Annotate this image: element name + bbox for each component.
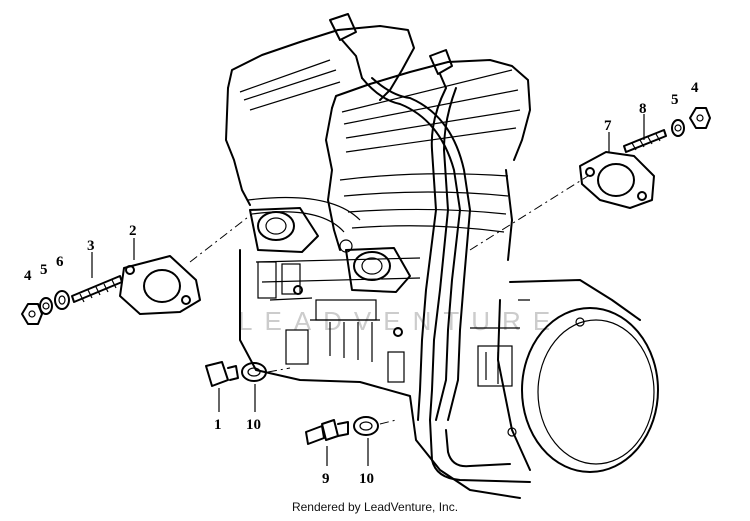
callout-9: 9 xyxy=(322,471,330,487)
callout-3: 3 xyxy=(87,238,95,254)
render-credit: Rendered by LeadVenture, Inc. xyxy=(291,500,459,514)
part-3-stud xyxy=(71,275,123,303)
callout-5-right: 5 xyxy=(671,92,679,108)
callout-8: 8 xyxy=(639,101,647,117)
part-5-lockwasher-right xyxy=(671,119,685,137)
callout-10-a: 10 xyxy=(246,417,261,433)
engine-illustration xyxy=(225,13,659,499)
part-2-gasket xyxy=(119,255,201,315)
part-4-nut-left xyxy=(21,303,43,325)
part-9-fitting xyxy=(305,419,349,445)
part-10-washer-b xyxy=(353,416,379,436)
callout-10-b: 10 xyxy=(359,471,374,487)
leader-lines xyxy=(91,114,645,466)
callout-4-left: 4 xyxy=(24,268,32,284)
part-6-washer-left xyxy=(54,290,70,310)
part-1-plug xyxy=(205,361,239,387)
callout-1: 1 xyxy=(214,417,222,433)
part-10-washer-a xyxy=(241,362,267,382)
part-8-stud xyxy=(623,129,667,153)
callout-2: 2 xyxy=(129,223,137,239)
part-4-nut-right xyxy=(689,107,711,129)
callout-4-right: 4 xyxy=(691,80,699,96)
callout-7: 7 xyxy=(604,118,612,134)
callout-6: 6 xyxy=(56,254,64,270)
part-5-lockwasher-left xyxy=(39,297,53,315)
watermark: LEADVENTURE xyxy=(238,306,562,336)
callout-5-left: 5 xyxy=(40,262,48,278)
part-7-gasket xyxy=(579,151,655,209)
